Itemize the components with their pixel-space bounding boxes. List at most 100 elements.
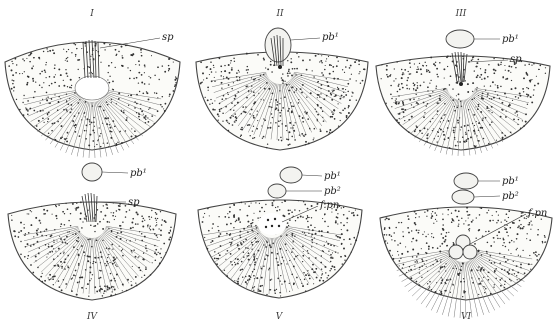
stage-3-pole-dot	[459, 82, 463, 86]
stipple-dot	[43, 209, 45, 211]
stipple-dot	[30, 224, 32, 226]
stipple-dot	[75, 270, 77, 272]
stipple-dot	[418, 232, 420, 234]
stipple-dot	[217, 113, 219, 115]
stipple-dot	[331, 65, 332, 66]
stipple-dot	[294, 91, 296, 93]
stipple-dot	[416, 126, 418, 128]
stipple-dot	[427, 86, 429, 88]
stipple-dot	[340, 120, 341, 121]
stipple-dot	[27, 76, 29, 78]
stipple-dot	[49, 76, 51, 78]
stipple-dot	[386, 69, 388, 71]
stipple-dot	[320, 129, 321, 130]
stipple-dot	[439, 128, 440, 129]
stipple-dot	[240, 242, 242, 244]
stipple-dot	[401, 222, 402, 223]
stipple-dot	[519, 93, 521, 95]
stipple-dot	[106, 285, 108, 287]
stipple-dot	[98, 277, 100, 279]
stipple-dot	[47, 96, 48, 97]
stipple-dot	[527, 74, 529, 76]
stipple-dot	[533, 95, 534, 96]
stipple-dot	[83, 113, 84, 114]
stipple-dot	[451, 213, 452, 214]
stipple-dot	[398, 102, 400, 104]
stipple-dot	[329, 270, 330, 271]
stipple-dot	[142, 218, 144, 220]
stipple-dot	[288, 225, 289, 226]
stipple-dot	[424, 263, 425, 264]
stipple-dot	[527, 96, 528, 97]
stipple-dot	[436, 282, 437, 283]
stipple-dot	[514, 273, 515, 274]
stipple-dot	[344, 108, 346, 110]
stipple-dot	[311, 217, 312, 218]
stipple-dot	[274, 289, 276, 291]
stipple-dot	[99, 286, 100, 287]
stipple-dot	[318, 87, 319, 88]
stipple-dot	[160, 104, 162, 106]
stipple-dot	[446, 279, 448, 281]
stipple-dot	[81, 119, 82, 120]
stipple-dot	[213, 65, 214, 66]
stipple-dot	[483, 138, 485, 140]
stipple-dot	[296, 68, 298, 70]
stipple-dot	[444, 138, 446, 140]
stipple-dot	[320, 277, 322, 279]
stipple-dot	[317, 114, 319, 116]
stipple-dot	[292, 235, 294, 237]
stipple-dot	[237, 258, 239, 260]
stipple-dot	[393, 232, 394, 233]
stipple-dot	[530, 96, 532, 98]
stipple-dot	[508, 249, 509, 250]
stipple-dot	[30, 264, 32, 266]
stipple-dot	[256, 258, 257, 259]
stipple-dot	[110, 262, 111, 263]
stipple-dot	[52, 276, 53, 277]
stipple-dot	[268, 106, 270, 108]
stipple-dot	[309, 278, 311, 280]
stipple-dot	[471, 270, 472, 271]
stipple-dot	[107, 257, 108, 258]
stipple-dot	[63, 49, 64, 50]
stipple-dot	[108, 254, 109, 255]
stipple-dot	[404, 274, 405, 275]
stipple-dot	[449, 84, 450, 85]
stipple-dot	[458, 99, 459, 100]
stipple-dot	[15, 72, 17, 74]
stipple-dot	[111, 230, 112, 231]
stipple-dot	[321, 230, 323, 232]
stipple-dot	[136, 112, 137, 113]
stipple-dot	[463, 278, 464, 279]
stipple-dot	[437, 131, 438, 132]
stipple-dot	[252, 219, 254, 221]
stipple-dot	[224, 65, 225, 66]
stipple-dot	[293, 282, 295, 284]
stipple-dot	[66, 236, 68, 238]
stipple-dot	[118, 92, 120, 94]
stipple-dot	[206, 248, 208, 250]
stipple-dot	[121, 142, 123, 144]
stipple-dot	[421, 259, 423, 261]
stipple-dot	[116, 257, 117, 258]
stipple-dot	[213, 67, 214, 68]
stipple-dot	[502, 137, 504, 139]
stipple-dot	[52, 49, 54, 51]
stipple-dot	[405, 109, 407, 111]
stipple-dot	[270, 106, 271, 107]
stipple-dot	[218, 230, 220, 232]
stipple-dot	[115, 143, 117, 145]
stipple-dot	[48, 279, 49, 280]
stipple-dot	[331, 265, 333, 267]
stipple-dot	[108, 65, 110, 67]
stipple-dot	[121, 250, 122, 251]
stipple-dot	[517, 114, 518, 115]
stipple-dot	[23, 95, 24, 96]
stipple-dot	[246, 53, 248, 55]
stipple-dot	[66, 94, 67, 95]
stipple-dot	[349, 78, 351, 80]
stipple-dot	[478, 230, 479, 231]
stipple-dot	[236, 220, 238, 222]
stipple-dot	[415, 213, 417, 215]
